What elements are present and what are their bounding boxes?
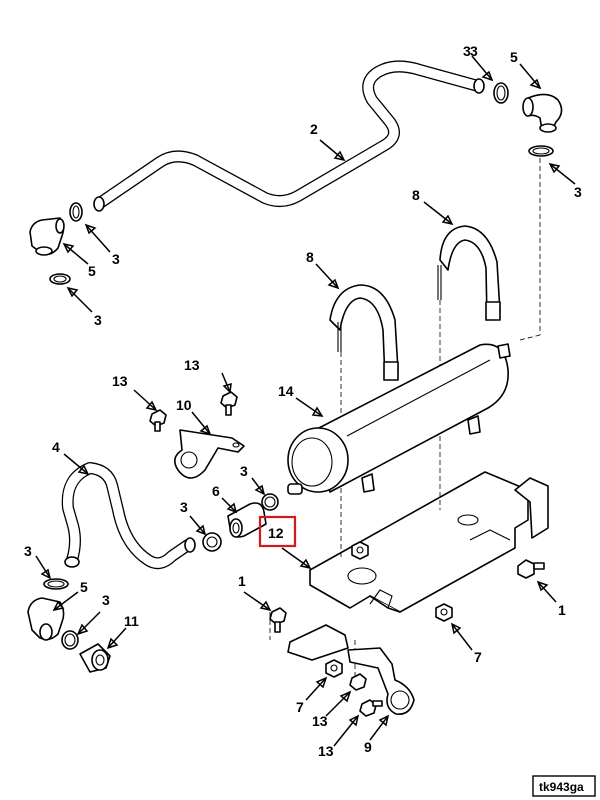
hose-upper — [93, 60, 485, 212]
callout-label: 3 — [24, 543, 32, 559]
nut-7-upper — [351, 541, 369, 560]
callout-label: 3 — [574, 184, 582, 200]
callout-label: 8 — [306, 249, 314, 265]
callout-label: 11 — [124, 613, 139, 629]
strap-right — [437, 225, 501, 321]
callout-label: 13 — [312, 713, 328, 729]
callout-label: 8 — [412, 187, 420, 203]
bracket-plate — [287, 471, 549, 661]
elbow-top-left — [29, 217, 65, 256]
clamp-top — [493, 82, 509, 104]
clamp-mid-lower — [202, 532, 222, 552]
callout-label: 5 — [88, 263, 96, 279]
figure-id: tk943ga — [539, 780, 584, 794]
bolt-1-left — [269, 607, 287, 633]
callout-label: 3 — [102, 592, 110, 608]
clamp-bracket — [174, 429, 245, 479]
highlight-box — [258, 515, 297, 548]
callout-label: 13 — [184, 357, 200, 373]
callout-labels: 1 1 2 3 3 3 3 3 3 3 3 3 4 5 5 5 6 7 7 8 … — [24, 43, 582, 759]
callout-label: 3 — [463, 43, 471, 59]
callout-label: 3 — [180, 499, 188, 515]
bolt-13-lower-a — [349, 673, 367, 691]
bolt-13-left — [149, 409, 167, 432]
callout-label: 3 — [240, 463, 248, 479]
callout-label: 7 — [474, 649, 482, 665]
nut-7-right — [435, 603, 453, 622]
callout-label: 2 — [310, 121, 318, 137]
hose-short — [227, 502, 267, 538]
clamp-left-upper — [69, 202, 83, 222]
nut-7-lower — [325, 659, 343, 678]
callout-label: 3 — [112, 251, 120, 267]
callout-label: 14 — [278, 383, 294, 399]
clamp-right — [528, 145, 554, 157]
callout-label: 1 — [238, 573, 246, 589]
strap-left — [329, 284, 399, 381]
leaders — [35, 55, 576, 747]
callout-label: 5 — [80, 579, 88, 595]
callout-label: 4 — [52, 439, 60, 455]
callout-label: 5 — [510, 49, 518, 65]
bolt-13-lower-b — [359, 699, 383, 717]
callout-label: 3 — [470, 43, 478, 59]
callout-label: 7 — [296, 699, 304, 715]
callout-label: 3 — [94, 312, 102, 328]
bolt-13-top — [220, 391, 238, 416]
reservoir-tank — [287, 343, 511, 495]
clamp-lower-left-upper — [43, 578, 69, 590]
lower-clamp — [347, 647, 415, 716]
clamp-left-lower — [49, 273, 71, 285]
bolt-1-right — [517, 559, 545, 579]
callout-label: 13 — [112, 373, 128, 389]
callout-label: 6 — [212, 483, 220, 499]
hose-lower — [61, 462, 196, 570]
elbow-top-right — [522, 93, 563, 133]
fitting — [79, 643, 111, 673]
callout-label: 10 — [176, 397, 192, 413]
elbow-lower-left — [27, 597, 65, 641]
figure-id-box — [532, 775, 596, 797]
callout-label: 1 — [558, 602, 566, 618]
callout-label: 9 — [364, 739, 372, 755]
clamp-mid-upper — [261, 493, 279, 511]
clamp-lower-left-lower — [61, 630, 79, 650]
callout-label: 13 — [318, 743, 334, 759]
callout-label-12: 12 — [268, 525, 284, 541]
